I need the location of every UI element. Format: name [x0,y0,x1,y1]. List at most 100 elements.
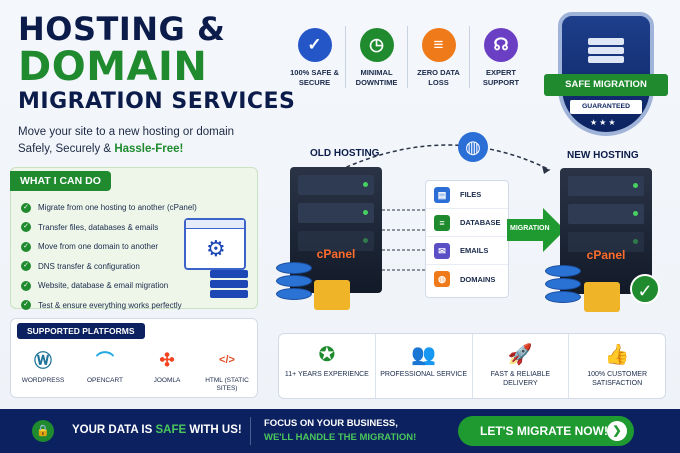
rocket-icon: 🚀 [507,344,533,366]
badge-minimal-downtime: ◷ MINIMAL DOWNTIME [346,26,408,88]
old-server: cPanel [290,167,382,293]
feature-label: PROFESSIONAL SERVICE [380,371,467,378]
connector-lines [382,209,426,271]
lets-migrate-button[interactable]: LET'S MIGRATE NOW!❯ [458,416,634,446]
list-item-label: Test & ensure everything works perfectly [38,300,182,310]
focus-line-1: FOCUS ON YOUR BUSINESS, [264,418,398,429]
platform-opencart: ⌒ OPENCART [75,347,135,385]
platform-wordpress: Ⓦ WORDPRESS [13,347,73,385]
email-icon: ✉ [434,242,450,259]
list-item: ✓Move from one domain to another [21,237,197,257]
badge-expert-support: ☊ EXPERT SUPPORT [470,26,532,88]
migration-arrow-label: MIGRATION [510,225,550,232]
server-icon [588,38,624,64]
badge-label: MINIMAL DOWNTIME [355,68,398,87]
what-i-can-do-heading: WHAT I CAN DO [10,171,111,191]
database-icon: ≡ [421,28,456,62]
globe-icon: ◍ [458,132,488,162]
old-hosting-label: OLD HOSTING [310,148,380,159]
badge-label: 100% SAFE & SECURE [290,68,339,87]
platform-name: OPENCART [87,377,123,384]
feature-professional: 👥 PROFESSIONAL SERVICE [376,334,473,398]
check-icon: ✓ [21,280,31,291]
globe-icon: ◍ [434,271,450,287]
focus-line-2: WE'LL HANDLE THE MIGRATION! [264,432,417,443]
list-item: ✓Test & ensure everything works perfectl… [21,296,197,316]
feature-label: FAST & RELIABLE DELIVERY [490,371,551,387]
folder-icon [584,282,620,312]
migration-arrow: MIGRATION [507,208,565,252]
subtitle: Move your site to a new hosting or domai… [18,126,235,138]
feature-satisfaction: 👍 100% CUSTOMER SATISFACTION [569,334,665,398]
list-item: ✓Migrate from one hosting to another (cP… [21,198,197,218]
supported-platforms-panel: SUPPORTED PLATFORMS Ⓦ WORDPRESS ⌒ OPENCA… [10,318,258,398]
what-i-can-do-panel: WHAT I CAN DO ✓Migrate from one hosting … [10,167,258,311]
platform-name: HTML (STATIC SITES) [205,377,249,392]
wordpress-icon: Ⓦ [34,351,52,371]
item-label: EMAILS [460,246,489,255]
title-line-1: HOSTING & [18,10,226,48]
headset-icon: ☊ [484,28,518,62]
footer-bar: 🔒 YOUR DATA IS SAFE WITH US! FOCUS ON YO… [0,409,680,453]
clock-icon: ◷ [359,28,394,62]
check-icon: ✓ [21,261,31,272]
html-icon: </> [219,354,235,366]
folder-icon [314,280,350,310]
item-emails: ✉ EMAILS [426,237,508,265]
migration-items: ▤ FILES ≡ DATABASE ✉ EMAILS ◍DOMAINS [425,180,509,298]
badge-label: ZERO DATA LOSS [417,68,460,87]
opencart-icon: ⌒ [96,351,114,371]
subtitle-highlight: Hassle-Free! [114,143,184,155]
chevron-right-icon: ❯ [607,421,627,441]
safe-suffix: WITH US! [186,424,242,436]
award-icon: ✪ [318,344,336,366]
item-files: ▤ FILES [426,181,508,209]
item-domains: ◍DOMAINS [426,265,508,293]
lock-icon: 🔒 [32,420,54,442]
services-list: ✓Migrate from one hosting to another (cP… [21,198,197,315]
thumbs-up-icon: 👍 [604,344,630,366]
item-label: DATABASE [460,218,501,227]
check-icon: ✓ [21,241,31,252]
feature-label: 11+ YEARS EXPERIENCE [284,371,369,378]
list-item: ✓ Website, database & email migration [21,276,197,296]
subtitle-2: Safely, Securely & Hassle-Free! [18,143,183,155]
server-stack-icon [210,270,248,300]
platform-name: WORDPRESS [21,377,65,384]
shield-check-icon: ✓ [297,28,332,62]
database-icon: ≡ [434,214,450,231]
list-item-label: Website, database & email migration [38,281,169,291]
new-hosting-label: NEW HOSTING [567,150,639,161]
check-icon: ✓ [21,202,31,213]
database-icon [545,265,581,304]
new-server: cPanel [560,168,652,294]
file-icon: ▤ [434,186,450,203]
focus-message: FOCUS ON YOUR BUSINESS, WE'LL HANDLE THE … [264,417,416,445]
database-icon [276,262,312,301]
platform-joomla: ✣ JOOMLA [137,347,197,385]
platform-html: </> HTML (STATIC SITES) [197,347,257,393]
feature-delivery: 🚀 FAST & RELIABLE DELIVERY [473,334,570,398]
shield-guaranteed: GUARANTEED [570,100,642,114]
footer-divider [250,417,251,445]
list-item: ✓DNS transfer & configuration [21,257,197,277]
subtitle-prefix: Safely, Securely & [18,143,115,155]
users-icon: 👥 [411,344,437,366]
feature-label: 100% CUSTOMER SATISFACTION [587,371,648,387]
safe-prefix: YOUR DATA IS [72,424,156,436]
badge-label: EXPERT SUPPORT [482,68,520,87]
check-icon: ✓ [21,222,31,233]
list-item: ✓Transfer files, databases & emails [21,218,197,238]
gear-icon: ⚙ [206,236,226,261]
safe-message: YOUR DATA IS SAFE WITH US! [72,424,242,436]
badge-safe-secure: ✓ 100% SAFE & SECURE [284,26,346,88]
shield-ribbon: SAFE MIGRATION [544,74,668,96]
platform-name: JOOMLA [153,377,181,384]
badge-zero-data-loss: ≡ ZERO DATA LOSS [408,26,470,88]
browser-settings-icon: ⚙ [184,218,246,270]
title-line-2: DOMAIN [18,44,208,90]
cpanel-logo: cPanel [586,248,626,262]
title-line-3: MIGRATION SERVICES [18,89,296,114]
item-label: FILES [460,190,482,199]
star-icons: ★★★ [590,118,618,127]
